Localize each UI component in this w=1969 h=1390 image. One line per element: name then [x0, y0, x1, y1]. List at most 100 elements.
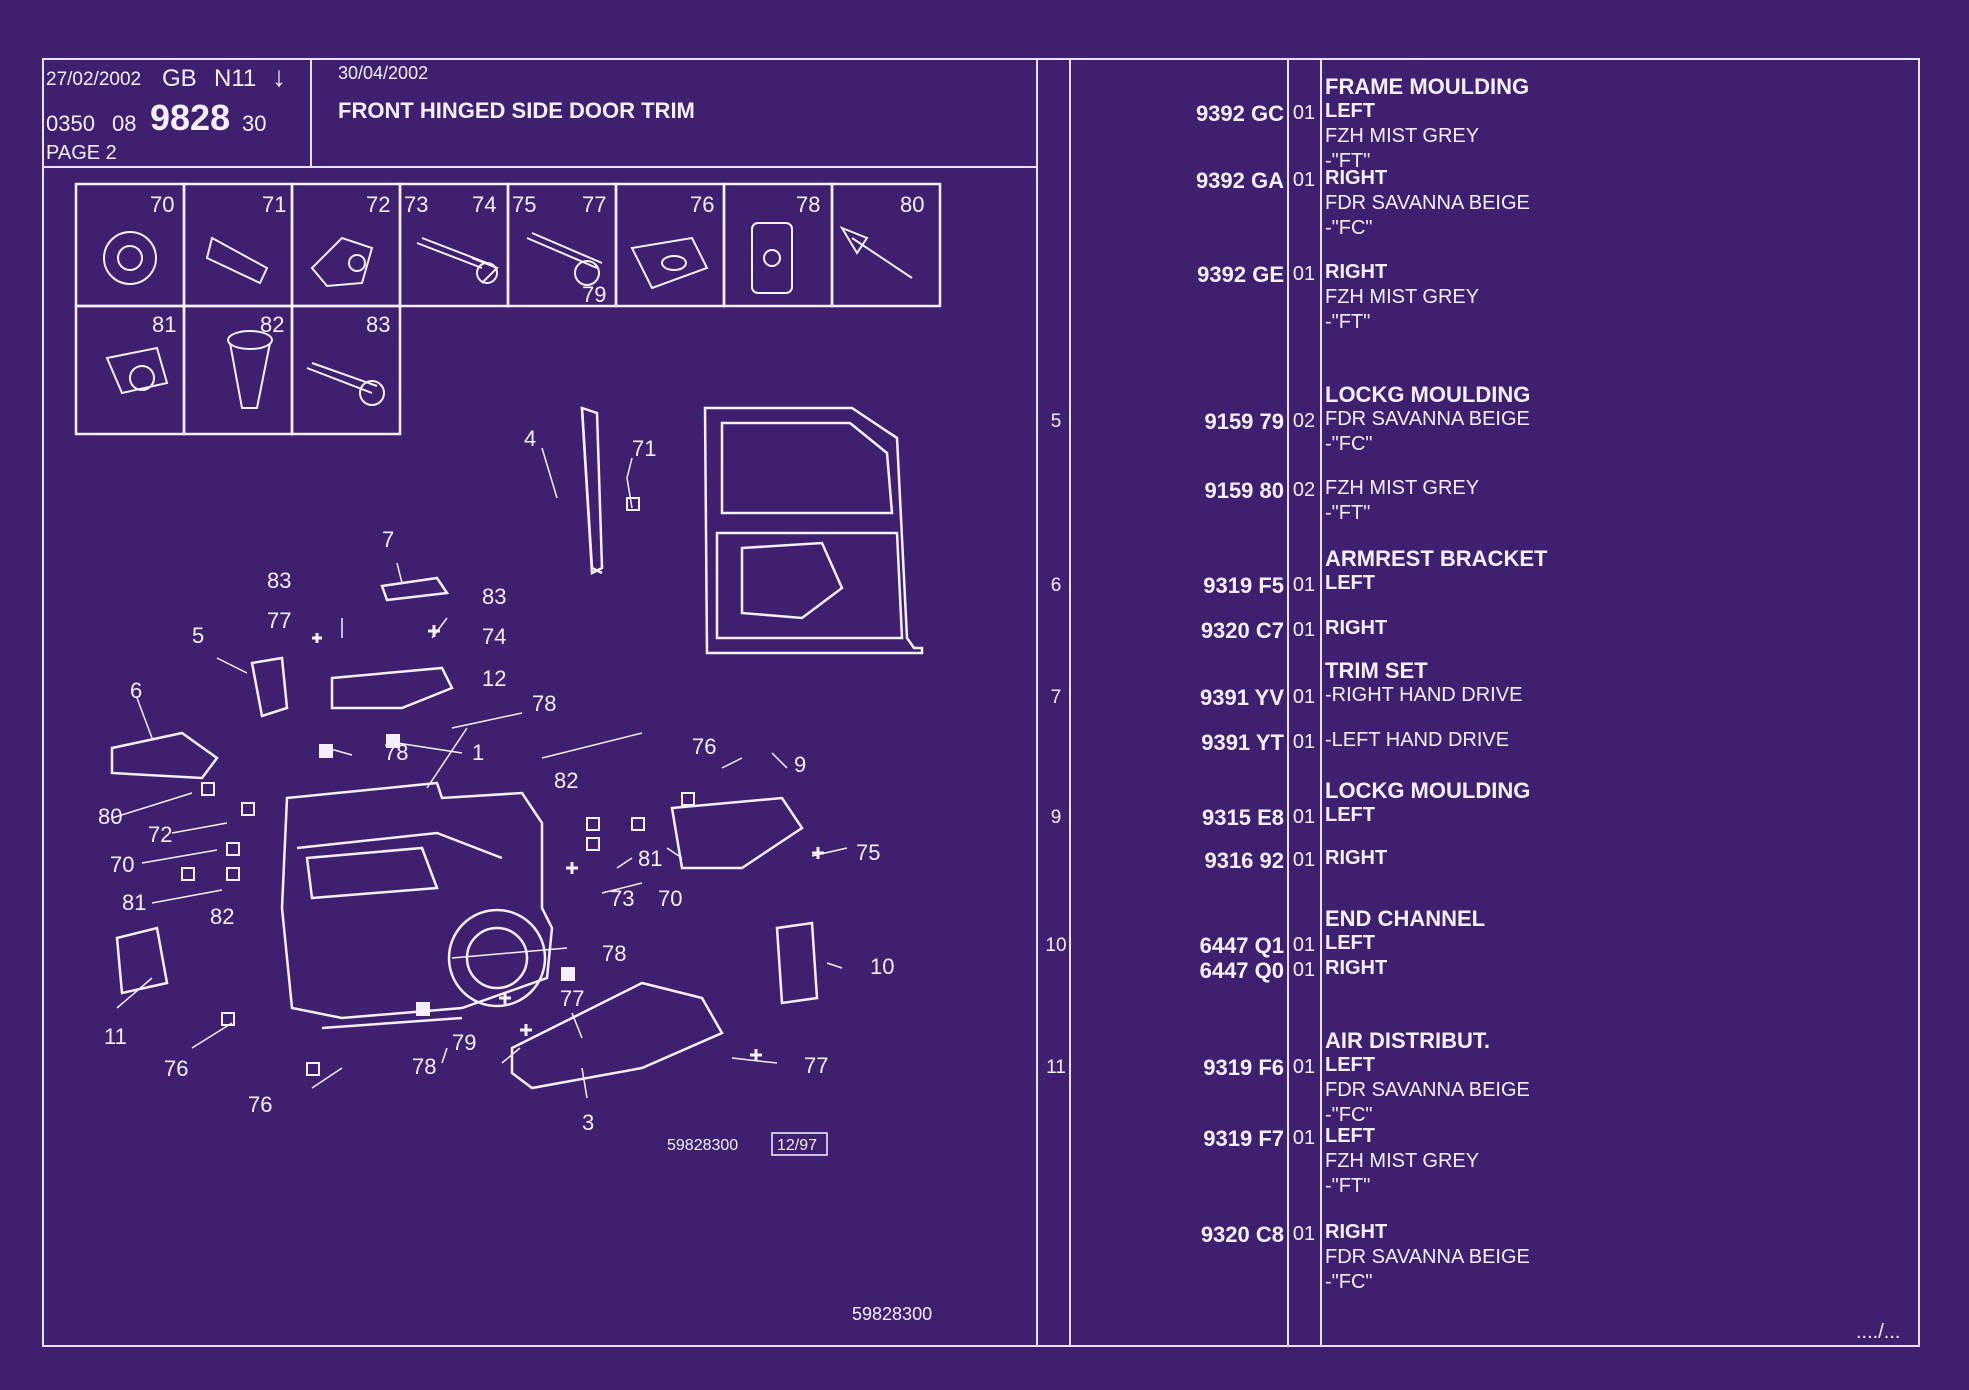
- description-line: LOCKG MOULDING: [1325, 778, 1531, 803]
- header-underline: [42, 166, 1036, 168]
- callout: 9: [794, 752, 806, 777]
- description-line: -"FT": [1325, 1175, 1371, 1197]
- quantity: 01: [1292, 959, 1316, 981]
- description-line: FDR SAVANNA BEIGE: [1325, 1246, 1530, 1268]
- quantity: 02: [1292, 479, 1316, 501]
- callout: 75: [856, 840, 880, 865]
- frame-top: [42, 58, 1920, 60]
- handle-7: [380, 576, 450, 602]
- part-number: 9320 C8: [1200, 1222, 1284, 1247]
- description-line: TRIM SET: [1325, 658, 1428, 683]
- part-number: 6447 Q0: [1199, 958, 1284, 983]
- divider-ref: [1069, 58, 1071, 1347]
- moulding-9: [670, 796, 804, 870]
- description-line: -"FC": [1325, 1104, 1373, 1126]
- ref-c: 30: [242, 111, 267, 136]
- fastener-label: 72: [366, 192, 390, 217]
- trim-panel: [280, 781, 554, 1030]
- description-line: FZH MIST GREY: [1325, 477, 1480, 499]
- callout: 3: [582, 1110, 594, 1135]
- description-line: RIGHT: [1325, 847, 1388, 869]
- fastener-icons: [103, 222, 913, 409]
- fastener-label: 78: [796, 192, 820, 217]
- callout: 11: [104, 1024, 127, 1049]
- fastener-label: 79: [582, 282, 606, 307]
- part-number: 9320 C7: [1200, 618, 1284, 643]
- row-ref: 5: [1050, 411, 1062, 432]
- moulding-4: [580, 406, 604, 575]
- description-line: LEFT: [1325, 100, 1375, 122]
- page-title: FRONT HINGED SIDE DOOR TRIM: [338, 98, 695, 123]
- description-line: RIGHT: [1325, 617, 1388, 639]
- fastener-label: 74: [472, 192, 496, 217]
- description-line: LOCKG MOULDING: [1325, 382, 1531, 407]
- part-number: 9319 F7: [1203, 1126, 1284, 1151]
- quantity: 01: [1292, 849, 1316, 871]
- part-description: RIGHT: [1325, 616, 1387, 641]
- description-line: RIGHT: [1325, 957, 1388, 979]
- callout: 80: [98, 804, 122, 829]
- description-line: RIGHT: [1325, 261, 1388, 283]
- model-number: 9828: [150, 97, 231, 138]
- part-number: 9159 80: [1204, 478, 1284, 503]
- part-number: 9315 E8: [1202, 805, 1284, 830]
- description-line: ARMREST BRACKET: [1325, 546, 1548, 571]
- fastener-label: 75: [512, 192, 536, 217]
- screw-crosses: [312, 625, 824, 1061]
- quantity: 01: [1292, 1127, 1316, 1149]
- frame-left: [42, 58, 44, 1347]
- row-ref: 9: [1050, 807, 1062, 828]
- part-description: RIGHT FZH MIST GREY -"FT": [1325, 260, 1479, 335]
- callout: 82: [210, 904, 234, 929]
- description-line: FZH MIST GREY: [1325, 1150, 1480, 1172]
- description-line: -RIGHT HAND DRIVE: [1325, 684, 1523, 706]
- part-description: -LEFT HAND DRIVE: [1325, 728, 1509, 753]
- fastener-label: 70: [150, 192, 174, 217]
- divider-qty-right: [1320, 58, 1322, 1347]
- quantity: 01: [1292, 1223, 1316, 1245]
- frame-bottom: [42, 1345, 1920, 1347]
- quantity: 01: [1292, 731, 1316, 753]
- description-line: FDR SAVANNA BEIGE: [1325, 1079, 1530, 1101]
- quantity: 02: [1292, 410, 1316, 432]
- revision-date: 30/04/2002: [338, 63, 429, 83]
- part-number: 9391 YT: [1201, 730, 1284, 755]
- callout: 82: [554, 768, 578, 793]
- description-line: -"FT": [1325, 502, 1371, 524]
- part-description: TRIM SET-RIGHT HAND DRIVE: [1325, 658, 1522, 708]
- fastener-label: 71: [262, 192, 286, 217]
- callout: 76: [248, 1092, 272, 1117]
- description-line: FZH MIST GREY: [1325, 286, 1480, 308]
- row-ref: 10: [1045, 935, 1067, 956]
- callout: 70: [110, 852, 134, 877]
- description-line: RIGHT: [1325, 1221, 1388, 1243]
- fastener-grid: [74, 182, 942, 436]
- quantity: 01: [1292, 102, 1316, 124]
- part-description: FZH MIST GREY -"FT": [1325, 476, 1479, 526]
- description-line: -LEFT HAND DRIVE: [1325, 729, 1510, 751]
- callout: 10: [870, 954, 894, 979]
- description-line: -"FT": [1325, 311, 1371, 333]
- part-description: RIGHT: [1325, 956, 1387, 981]
- fastener-label: 83: [366, 312, 390, 337]
- exploded-diagram: 70 71 72 73 74 75 77 76 78 80 79 81 82 8…: [74, 182, 942, 1324]
- part-6: [110, 731, 219, 780]
- row-ref: 6: [1050, 575, 1062, 596]
- callout: 78: [532, 691, 556, 716]
- fastener-label: 80: [900, 192, 924, 217]
- quantity: 01: [1292, 574, 1316, 596]
- callout: 73: [610, 886, 634, 911]
- callout: 74: [482, 624, 506, 649]
- connector-squares: [181, 497, 695, 1076]
- callout: 81: [638, 846, 662, 871]
- air-distributor-11: [115, 926, 169, 995]
- channel-10: [775, 921, 819, 1005]
- description-line: -"FC": [1325, 1271, 1373, 1293]
- callout: 12: [482, 666, 506, 691]
- frame-right: [1918, 58, 1920, 1347]
- callout: 70: [658, 886, 682, 911]
